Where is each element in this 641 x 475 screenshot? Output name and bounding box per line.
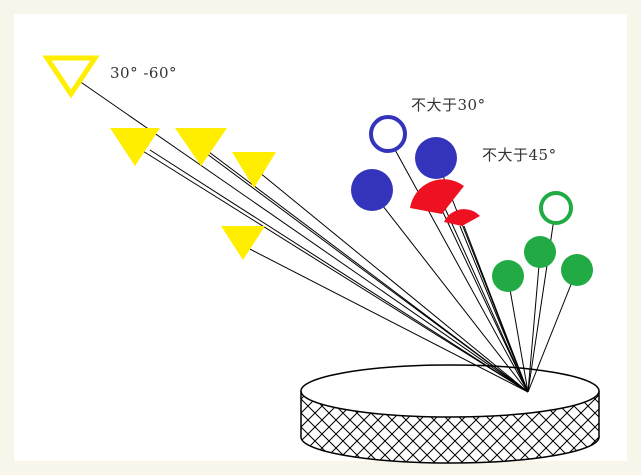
green-markers xyxy=(492,191,593,292)
yellow-triangle xyxy=(175,128,227,166)
tether-line xyxy=(387,136,529,393)
tether-line xyxy=(371,191,529,393)
tether-lines xyxy=(71,75,577,393)
yellow-triangle xyxy=(221,226,265,260)
red-markers xyxy=(410,179,480,226)
tether-line xyxy=(253,167,529,393)
yellow-hollow-triangle xyxy=(42,55,100,99)
green-circle xyxy=(561,254,593,286)
blue-markers xyxy=(351,115,457,211)
tether-line xyxy=(527,271,577,393)
tether-line xyxy=(459,225,529,393)
tether-line xyxy=(71,75,529,393)
tether-line xyxy=(463,225,529,393)
max-30-degree-label: 不大于30° xyxy=(411,96,486,114)
blue-hollow-circle xyxy=(369,115,407,153)
tether-line xyxy=(507,277,529,393)
green-circle xyxy=(524,236,556,268)
blue-circle xyxy=(351,169,393,211)
base-disk-top xyxy=(300,364,600,418)
tether-line xyxy=(208,151,529,393)
tether-line xyxy=(149,149,529,393)
tether-line xyxy=(239,243,529,393)
yellow-triangle xyxy=(232,152,276,188)
tether-line xyxy=(527,253,541,393)
blue-circle xyxy=(415,137,457,179)
max-45-degree-label: 不大于45° xyxy=(482,146,557,164)
red-sector xyxy=(410,179,464,214)
angle-range-label: 30° -60° xyxy=(110,64,178,82)
tether-line xyxy=(137,147,529,393)
green-hollow-circle xyxy=(539,191,573,225)
tether-line xyxy=(439,205,529,393)
yellow-triangle xyxy=(110,128,160,166)
green-circle xyxy=(492,260,524,292)
red-sector xyxy=(444,209,480,226)
yellow-markers xyxy=(42,55,276,260)
tether-line xyxy=(443,205,529,393)
base-disk xyxy=(300,364,600,464)
